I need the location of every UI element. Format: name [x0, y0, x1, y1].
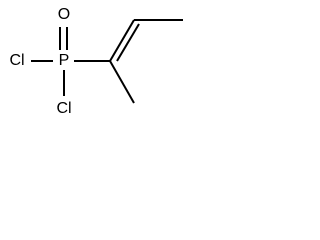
atom-phosphorus-label: P	[59, 52, 70, 69]
bond-c1-methyl	[109, 60, 135, 104]
atom-oxygen-label: O	[58, 6, 70, 23]
atom-chlorine-left-label: Cl	[9, 52, 24, 69]
chemical-structure: O P Cl Cl	[9, 6, 183, 117]
atom-chlorine-bottom-label: Cl	[56, 100, 71, 117]
bond-c1-c2-2	[116, 23, 140, 62]
bond-c1-c2-1	[109, 19, 135, 62]
